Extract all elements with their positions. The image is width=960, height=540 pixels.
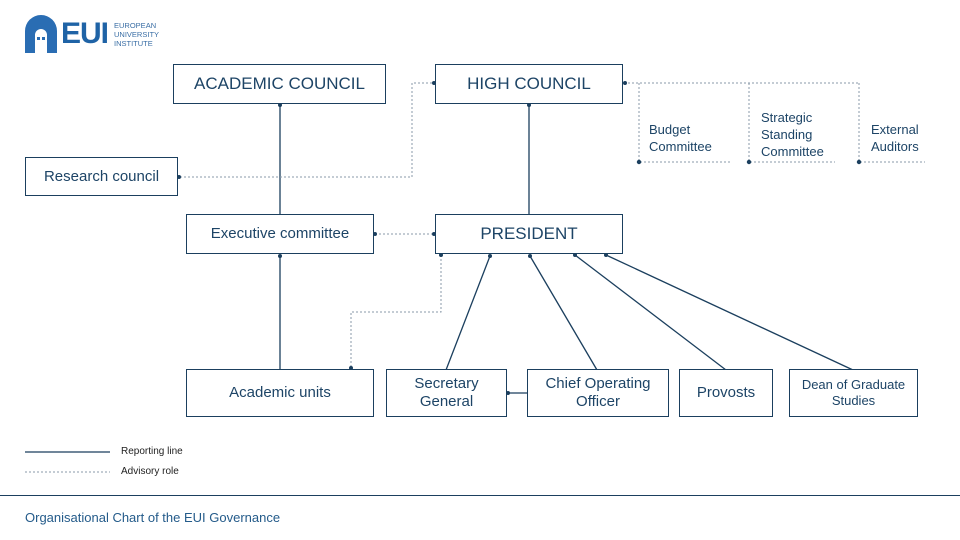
node-secretary-general: Secretary General — [386, 369, 507, 417]
node-academic-council: ACADEMIC COUNCIL — [173, 64, 386, 104]
logo-subtitle: EUROPEAN UNIVERSITY INSTITUTE — [114, 21, 159, 48]
logo-wordmark: EUI — [61, 17, 109, 50]
connector-dot — [623, 81, 627, 85]
node-label: Research council — [43, 167, 160, 185]
advisory-label: Standing — [761, 126, 813, 142]
node-label: Academic units — [229, 384, 331, 401]
logo-subtitle-line: UNIVERSITY — [114, 29, 160, 39]
connector-dot — [573, 253, 577, 257]
advisory-label: Committee — [761, 143, 824, 159]
node-label: HIGH COUNCIL — [467, 73, 591, 93]
connector-dot — [527, 103, 531, 107]
advisory-label: Strategic — [761, 110, 813, 125]
logo-subtitle-line: INSTITUTE — [114, 38, 153, 48]
connector-dot — [373, 232, 377, 236]
node-label: Secretary — [414, 375, 479, 392]
advisory-budget-committee: Budget Committee — [649, 122, 712, 156]
node-academic-units: Academic units — [186, 369, 374, 417]
node-label: General — [419, 393, 474, 410]
node-research-council: Research council — [25, 157, 178, 196]
connector-dot — [746, 159, 752, 165]
connector-dot — [278, 254, 282, 258]
legend-reporting-line: Reporting line — [121, 446, 183, 457]
connector-dot — [636, 159, 642, 165]
footer-title: Organisational Chart of the EUI Governan… — [25, 510, 281, 525]
advisory-strategic-standing-committee: Strategic Standing Committee — [761, 110, 824, 161]
connector-dot — [528, 254, 532, 258]
node-label: Chief Operating — [545, 375, 651, 392]
connector-dot — [439, 253, 443, 257]
connector-dot — [506, 391, 510, 395]
advisory-external-auditors: External Auditors — [871, 122, 919, 156]
eui-logo: EUI EUROPEAN UNIVERSITY INSTITUTE — [25, 15, 159, 53]
node-label: ACADEMIC COUNCIL — [194, 73, 365, 93]
node-label: Dean of Graduate — [801, 377, 906, 393]
footer-divider — [0, 495, 960, 496]
connector-dot — [177, 175, 181, 179]
advisory-label: Budget — [649, 122, 691, 137]
advisory-label: Committee — [649, 138, 712, 154]
advisory-line-research-high-council — [180, 82, 434, 178]
node-provosts: Provosts — [679, 369, 773, 417]
reporting-line-president-provosts — [574, 254, 727, 371]
advisory-label: External — [871, 122, 919, 137]
node-high-council: HIGH COUNCIL — [435, 64, 623, 104]
connector-dot — [488, 254, 492, 258]
node-executive-committee: Executive committee — [186, 214, 374, 254]
advisory-line-strategic — [748, 83, 835, 163]
node-label: Officer — [576, 393, 620, 410]
node-dean-graduate-studies: Dean of Graduate Studies — [789, 369, 918, 417]
advisory-line-president-academic-units — [350, 255, 442, 369]
advisory-label: Auditors — [871, 138, 919, 154]
reporting-line-president-dean — [605, 254, 854, 371]
node-label: Provosts — [696, 384, 756, 401]
node-president: PRESIDENT — [435, 214, 623, 254]
connector-dot — [604, 253, 608, 257]
node-chief-operating-officer: Chief Operating Officer — [527, 369, 669, 417]
node-label: PRESIDENT — [480, 223, 578, 243]
eui-door-arch-icon — [25, 15, 57, 53]
logo-subtitle-line: EUROPEAN — [114, 20, 157, 30]
reporting-line-president-secretary — [445, 255, 491, 371]
connector-dot — [278, 103, 282, 107]
reporting-line-president-coo — [529, 255, 598, 371]
node-label: Executive committee — [210, 225, 350, 242]
connector-dot — [856, 159, 862, 165]
node-label: Studies — [831, 393, 876, 408]
legend-advisory-role: Advisory role — [121, 466, 179, 477]
